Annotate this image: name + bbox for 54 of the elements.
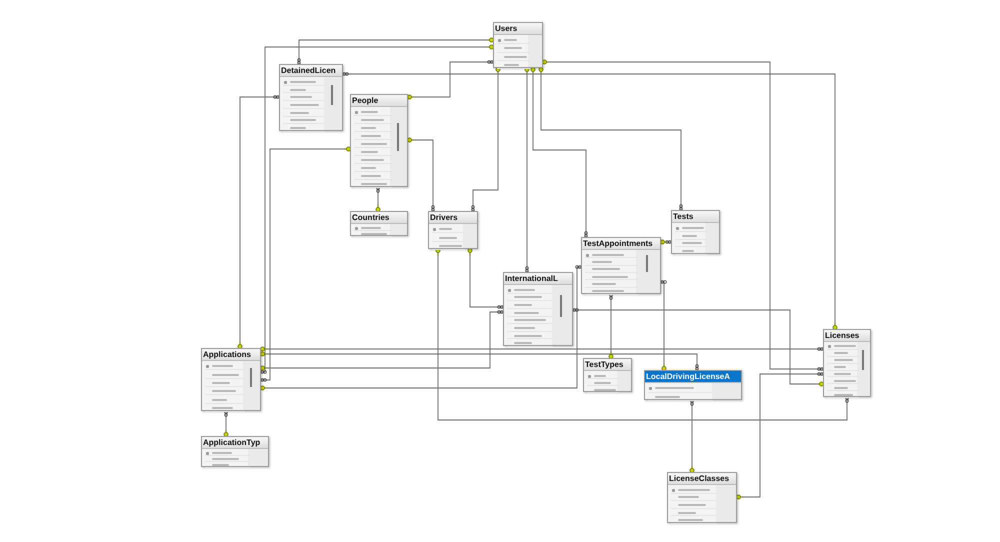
table-box (583, 358, 632, 392)
table-box (279, 64, 343, 131)
relationship-line (538, 67, 683, 211)
relationship-line (376, 186, 380, 212)
table-box (823, 329, 871, 397)
relationship-line (342, 72, 838, 330)
relationship-line (260, 44, 494, 374)
table-box (644, 370, 742, 400)
relationship-line (690, 399, 694, 473)
relationship-line (608, 293, 614, 359)
table-title: Countries (351, 212, 407, 224)
relationship-line (407, 138, 435, 212)
relationship-line (471, 67, 500, 212)
table-box (493, 22, 543, 68)
table-title: LicenseClasses (668, 473, 736, 485)
relationship-line (260, 146, 351, 382)
table-box (350, 211, 408, 236)
table-title: Licenses (824, 330, 870, 342)
table-title: TestAppointments (582, 238, 660, 250)
table-box (428, 211, 478, 249)
relationship-line (572, 308, 824, 386)
table-title: ApplicationTyp (202, 437, 268, 449)
table-box (667, 472, 737, 523)
table-box (350, 94, 408, 187)
table-title: DetainedLicen (280, 65, 342, 77)
relationship-line (260, 352, 699, 371)
relationship-line (530, 67, 588, 238)
table-box (671, 210, 720, 254)
table-title: Drivers (429, 212, 477, 224)
table-title: Tests (672, 211, 719, 223)
relationship-line (407, 60, 494, 100)
relationship-line (660, 280, 667, 371)
table-title: InternationalL (504, 273, 572, 285)
relationship-line (736, 372, 824, 500)
relationship-line (260, 346, 824, 352)
relationship-line (542, 60, 824, 371)
table-title: LocalDrivingLicenseA (645, 371, 741, 383)
table-box (581, 237, 661, 294)
table-box (201, 436, 269, 467)
relationship-line (468, 248, 504, 309)
relationship-line (260, 310, 504, 370)
relationship-line (660, 240, 672, 244)
relationship-line (224, 410, 228, 437)
relationship-line (260, 265, 582, 390)
table-title: Applications (202, 349, 260, 361)
table-title: Users (494, 23, 542, 35)
relationship-line (297, 38, 494, 65)
table-box (503, 272, 573, 346)
relationship-line (436, 248, 849, 420)
table-title: TestTypes (584, 359, 631, 371)
table-box (201, 348, 261, 411)
relationship-line (238, 95, 280, 349)
relationship-line (524, 67, 530, 273)
table-title: People (351, 95, 407, 107)
